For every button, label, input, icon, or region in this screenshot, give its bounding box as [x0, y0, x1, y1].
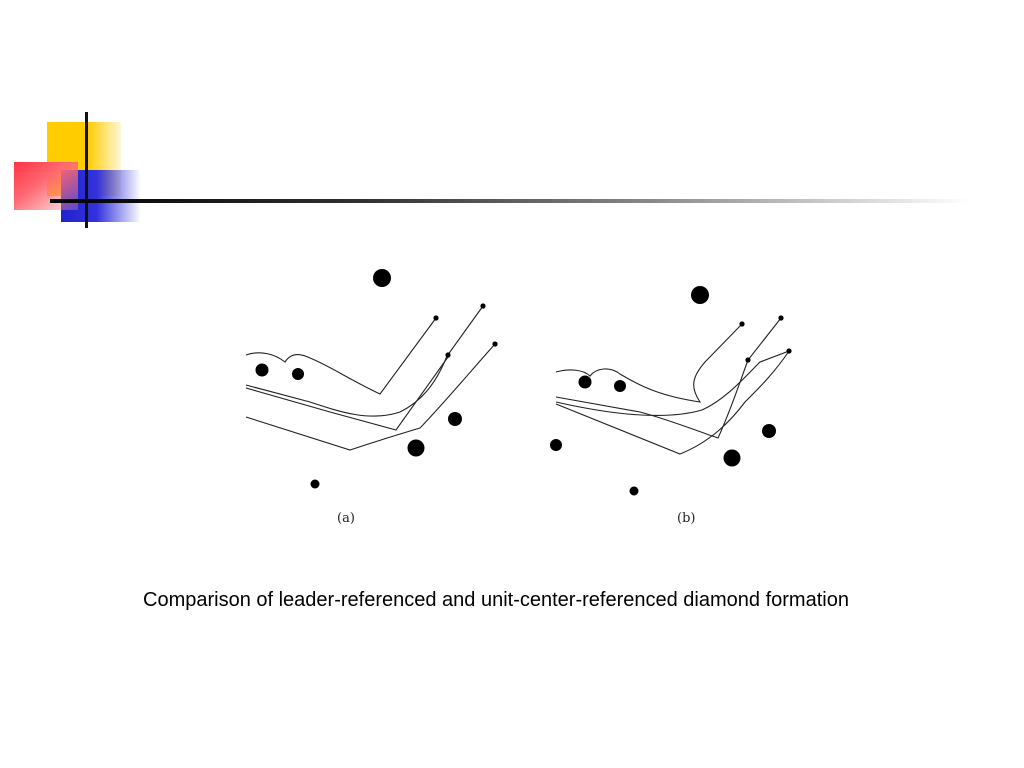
panel-a-obstacle-5 [407, 439, 425, 457]
panel-b-path-2 [555, 317, 782, 439]
panel-a-label: (a) [337, 511, 355, 526]
panel-a-paths [245, 305, 496, 451]
panel-b-obstacle-2 [578, 375, 592, 389]
formation-figure: (a) (b) [240, 262, 820, 540]
panel-b-obstacle-5 [723, 449, 741, 467]
panel-b-obstacle-1 [691, 286, 709, 304]
panel-b-obstacle-7 [550, 439, 562, 451]
panel-a-path-4 [245, 343, 496, 451]
panel-a-endpoint-3 [445, 352, 451, 358]
figure-caption: Comparison of leader-referenced and unit… [143, 589, 849, 611]
panel-a-endpoint-1 [433, 315, 439, 321]
panel-b-path-3 [555, 350, 790, 417]
panel-b-endpoint-3 [745, 357, 751, 363]
panel-a-path-1 [245, 317, 437, 395]
title-underline [50, 199, 970, 203]
panel-b-label: (b) [677, 511, 696, 526]
panel-b-path-4 [555, 350, 790, 455]
panel-a-obstacle-6 [310, 479, 320, 489]
panel-b-endpoint-1 [739, 321, 745, 327]
panel-a-obstacle-1 [373, 269, 391, 287]
panel-b-obstacle-3 [614, 380, 626, 392]
panel-b-path-1 [555, 323, 743, 403]
panel-b-endpoint-4 [786, 348, 792, 354]
panel-a-obstacle-4 [448, 412, 462, 426]
panel-a-obstacle-3 [292, 368, 304, 380]
panel-b-endpoint-2 [778, 315, 784, 321]
panel-b-paths [555, 317, 790, 455]
panel-b-obstacle-4 [762, 424, 776, 438]
panel-a-path-3 [245, 356, 449, 431]
panel-a-endpoint-4 [492, 341, 498, 347]
panel-a-obstacle-2 [255, 363, 269, 377]
panel-b-obstacle-6 [629, 486, 639, 496]
panel-a-endpoint-2 [480, 303, 486, 309]
panel-a-path-2 [245, 305, 484, 417]
logo-vertical-line [85, 112, 88, 228]
formation-diagram [245, 269, 792, 496]
